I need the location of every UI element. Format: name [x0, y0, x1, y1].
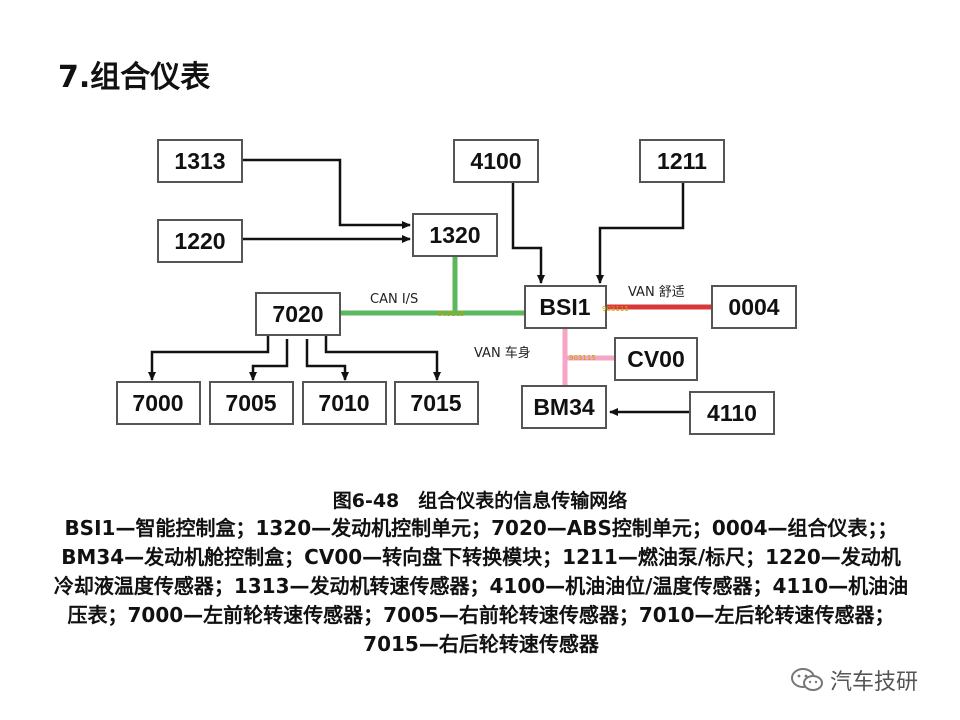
svg-text:4110: 4110	[707, 400, 757, 426]
svg-text:7015: 7015	[410, 390, 461, 416]
arrow-7000-7020	[148, 335, 270, 381]
node-0004: 0004	[711, 285, 797, 329]
body-tag: 903115	[569, 354, 596, 362]
watermark: 汽车技研	[790, 664, 918, 696]
figure-legend: BSI1—智能控制盒；1320—发动机控制单元；7020—ABS控制单元；000…	[53, 516, 909, 656]
van-body-label: VAN 车身	[474, 345, 531, 361]
van-comfort-label: VAN 舒适	[628, 285, 685, 300]
svg-text:7000: 7000	[132, 390, 183, 416]
wechat-icon	[791, 668, 823, 691]
network-diagram: 1313 1220 1320 4100 1211 7020 BSI1 0004 …	[116, 139, 797, 435]
svg-text:7010: 7010	[318, 390, 369, 416]
node-7010: 7010	[302, 381, 387, 425]
arrow-7010-7020	[305, 339, 349, 381]
node-7000: 7000	[116, 381, 201, 425]
arrow-1313-1320	[242, 158, 411, 229]
node-4110: 4110	[689, 391, 775, 435]
node-7015: 7015	[394, 381, 479, 425]
node-7005: 7005	[209, 381, 294, 425]
arrow-1211-bsi1	[596, 180, 685, 284]
svg-text:1211: 1211	[657, 148, 707, 174]
node-1320: 1320	[412, 213, 498, 257]
svg-text:0004: 0004	[728, 294, 779, 320]
can-is-label: CAN I/S	[370, 292, 418, 307]
svg-text:1320: 1320	[429, 222, 480, 248]
node-bm34: BM34	[521, 385, 607, 429]
node-7020: 7020	[255, 292, 341, 336]
svg-text:1313: 1313	[174, 148, 225, 174]
arrow-7015-7020	[324, 335, 441, 381]
can-tag: 903115	[438, 310, 465, 318]
svg-text:BSI1: BSI1	[539, 294, 590, 320]
svg-text:CV00: CV00	[627, 346, 685, 372]
figure-caption: 图6-48 组合仪表的信息传输网络	[332, 490, 628, 512]
svg-text:BM34: BM34	[533, 394, 595, 420]
node-4100: 4100	[453, 139, 539, 183]
watermark-text: 汽车技研	[830, 670, 919, 695]
node-bsi1: BSI1	[524, 285, 607, 329]
node-1313: 1313	[157, 139, 243, 183]
svg-text:7020: 7020	[272, 301, 323, 327]
slide-title: 7.组合仪表	[58, 60, 211, 95]
node-cv00: CV00	[614, 337, 698, 381]
comfort-tag: 903115	[602, 305, 629, 313]
arrow-7005-7020	[249, 339, 289, 381]
arrow-4100-bsi1	[511, 180, 545, 284]
node-1211: 1211	[639, 139, 725, 183]
svg-text:4100: 4100	[470, 148, 521, 174]
svg-text:1220: 1220	[174, 228, 225, 254]
svg-text:7005: 7005	[225, 390, 276, 416]
node-1220: 1220	[157, 219, 243, 263]
